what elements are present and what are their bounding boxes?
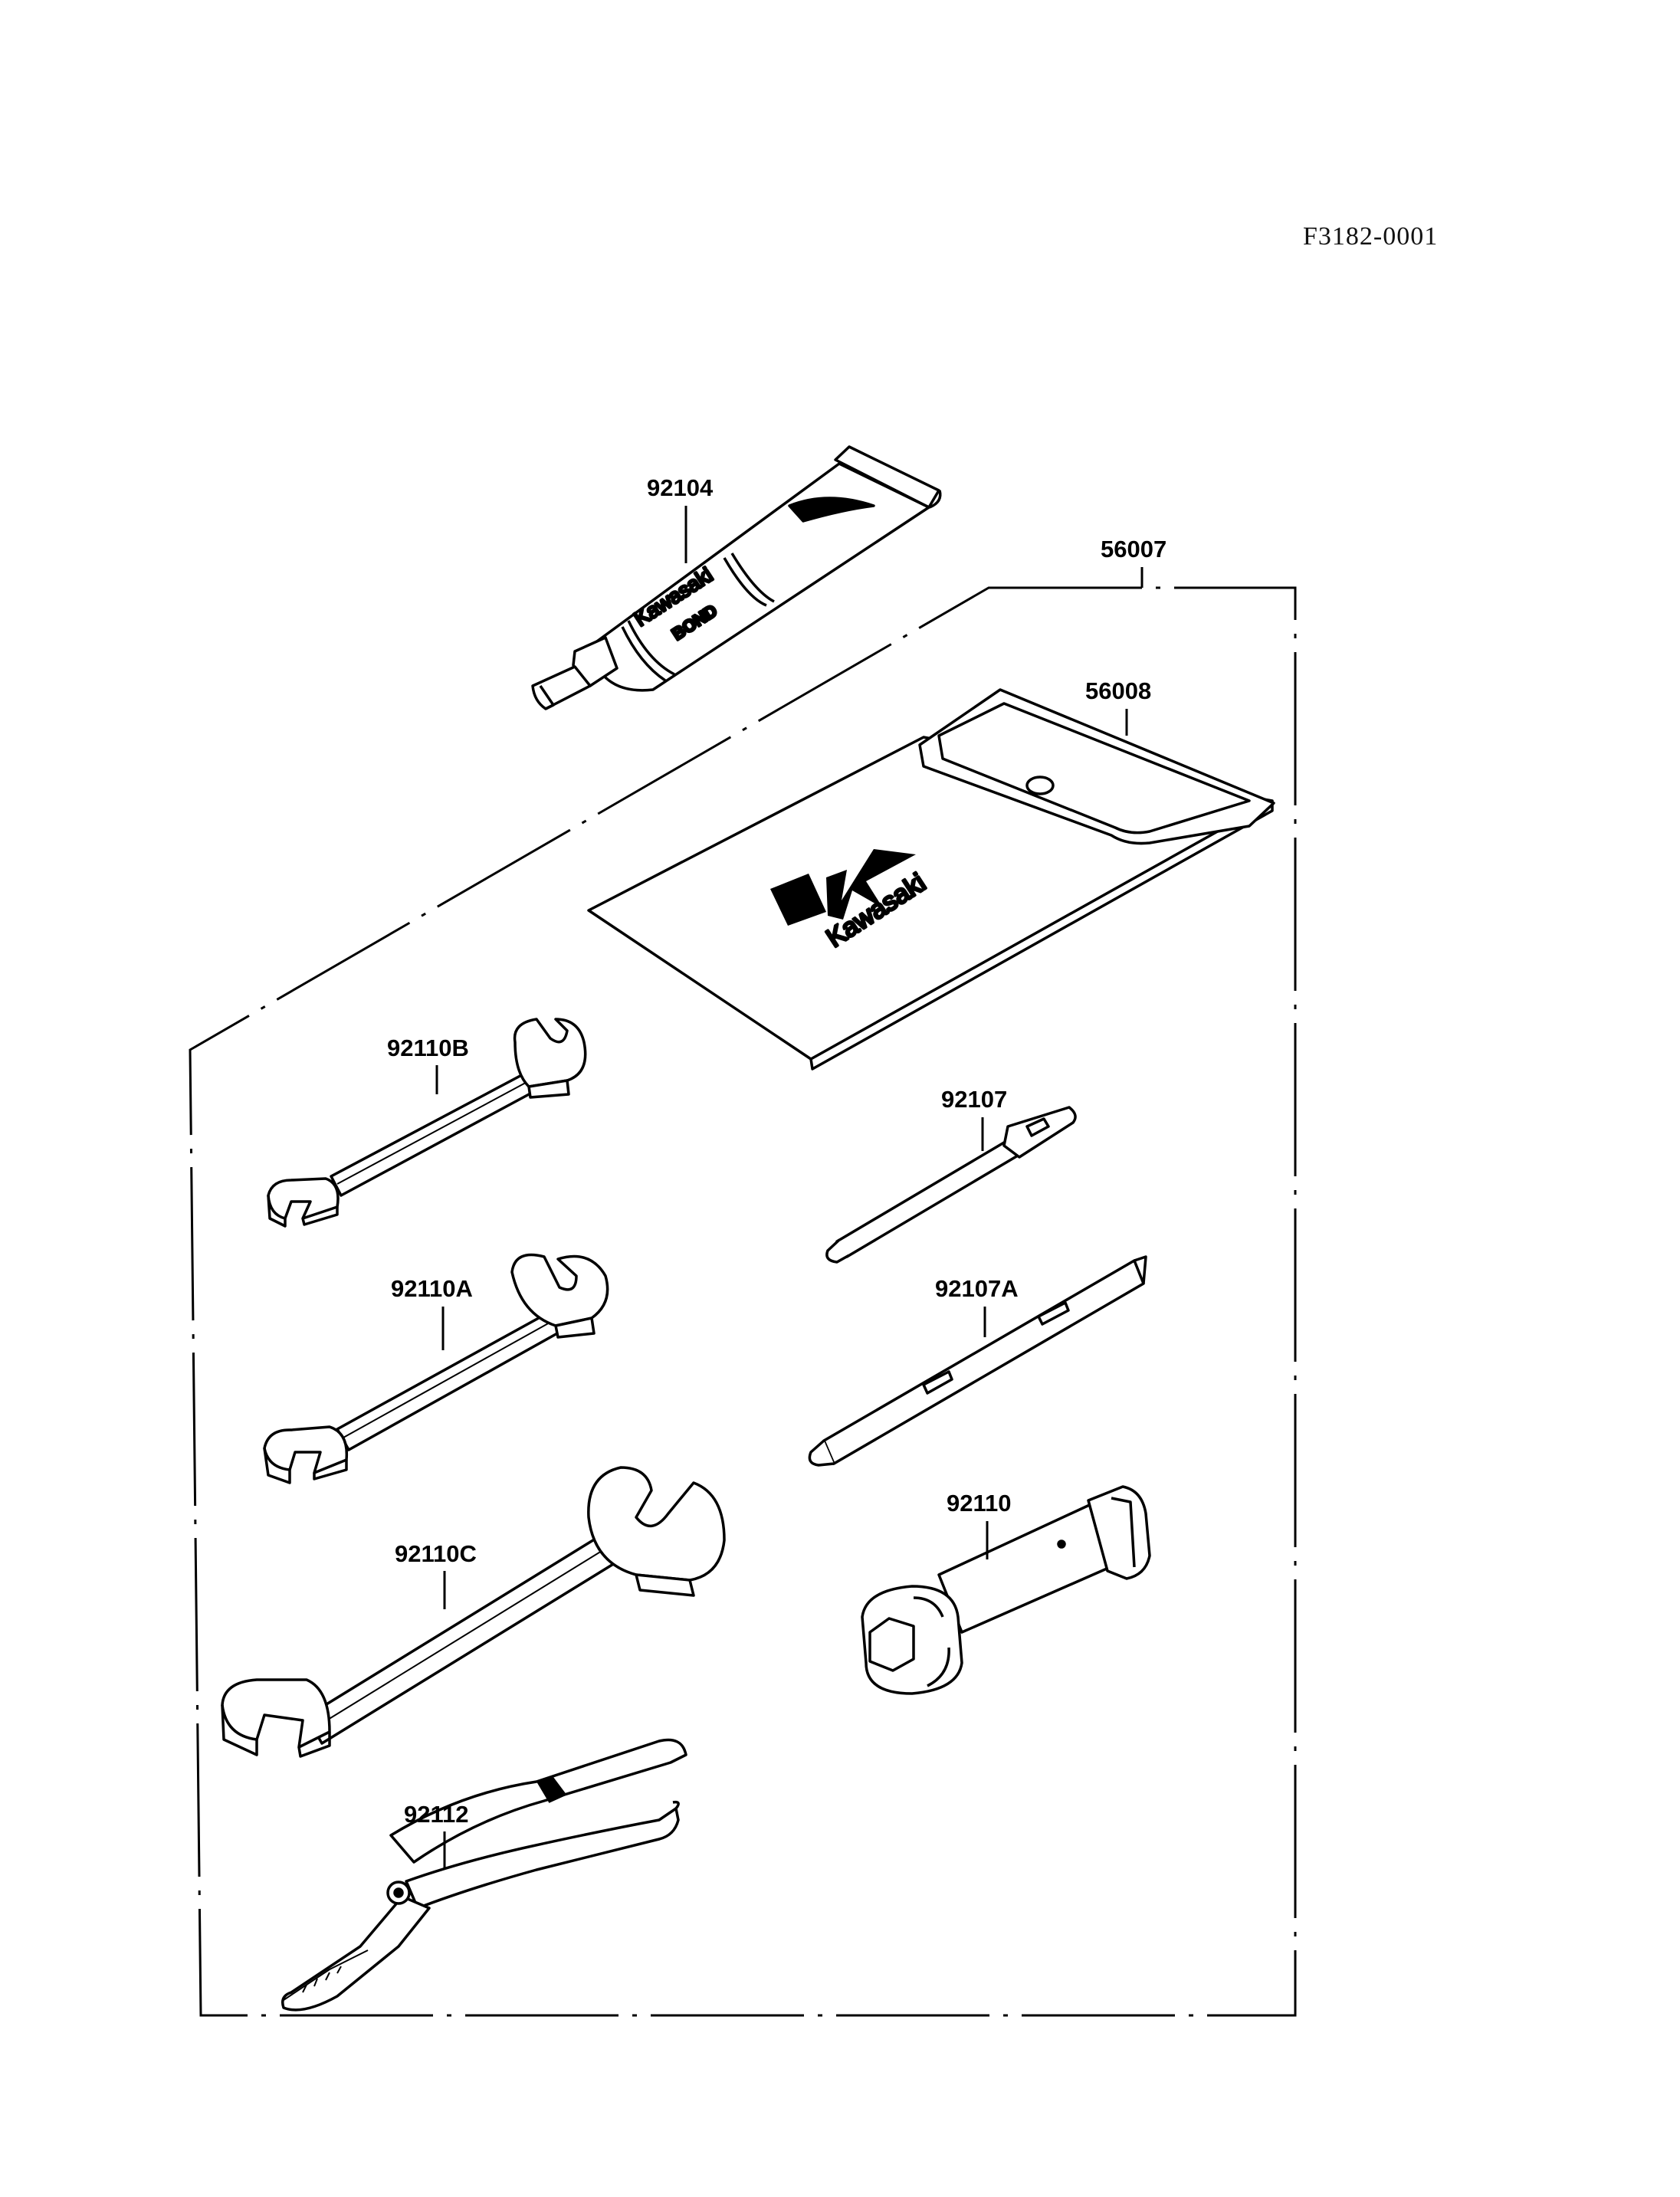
spark-plug-wrench-drawing	[861, 1485, 1151, 1695]
callout-92104: 92104	[647, 474, 714, 501]
callout-92112: 92112	[404, 1801, 469, 1828]
tool-bag-drawing: Kawasaki	[587, 688, 1275, 1071]
callout-92110c: 92110C	[395, 1540, 477, 1567]
bond-tube-drawing: Kawasaki BOND	[531, 445, 942, 710]
document-code: F3182-0001	[1303, 222, 1439, 251]
callout-92107: 92107	[941, 1086, 1007, 1113]
callout-56007: 56007	[1101, 536, 1166, 562]
callout-92110: 92110	[947, 1490, 1012, 1517]
screwdriver-92107-drawing	[825, 1106, 1077, 1264]
wrench-92110c-drawing	[221, 1466, 726, 1758]
pliers-drawing	[281, 1738, 687, 2012]
leader-lines	[435, 506, 1144, 1870]
callout-92107a: 92107A	[935, 1275, 1019, 1302]
tool-kit-boundary	[189, 586, 1297, 2017]
wrench-92110a-drawing	[263, 1253, 609, 1484]
callout-92110b: 92110B	[387, 1035, 469, 1061]
callout-56008: 56008	[1085, 677, 1151, 704]
wrench-92110b-drawing	[267, 1018, 587, 1228]
callout-92110a: 92110A	[391, 1275, 473, 1302]
screwdriver-92107a-drawing	[808, 1255, 1147, 1467]
